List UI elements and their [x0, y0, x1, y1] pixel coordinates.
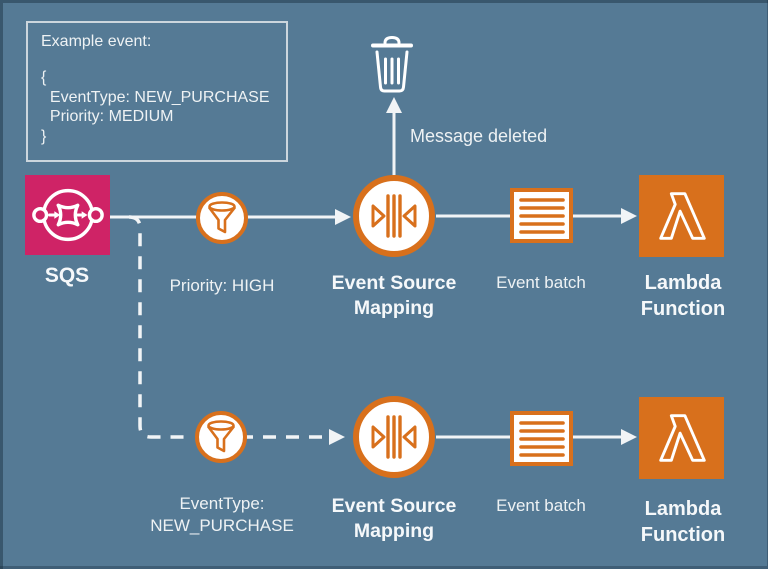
- arrowhead-esm-bottom: [329, 429, 345, 445]
- example-event-box: Example event: { EventType: NEW_PURCHASE…: [26, 21, 288, 162]
- event-batch-top-node: [510, 188, 573, 243]
- event-batch-icon: [518, 420, 565, 457]
- example-event-title: Example event:: [41, 33, 152, 50]
- sqs-label: SQS: [44, 264, 90, 287]
- event-source-mapping-icon: [371, 194, 417, 238]
- arrowhead-lambda-top: [621, 208, 637, 224]
- example-event-line: {: [41, 69, 47, 86]
- filter-icon: [208, 201, 236, 234]
- event-batch-bottom-label: Event batch: [496, 496, 586, 515]
- lambda-function-bottom-label: Lambda Function: [640, 498, 726, 546]
- event-source-mapping-bottom-label: Event Source Mapping: [331, 495, 457, 542]
- dashed-branch-sqs-to-filter-bottom: [128, 215, 190, 439]
- event-batch-top-label: Event batch: [496, 273, 586, 292]
- example-event-body: { EventType: NEW_PURCHASE Priority: MEDI…: [41, 68, 273, 146]
- lambda-function-top-label: Lambda Function: [640, 272, 726, 320]
- example-event-line: EventType: NEW_PURCHASE: [41, 88, 270, 106]
- example-event-line: }: [41, 127, 47, 145]
- lambda-function-top-node: [639, 175, 724, 257]
- event-batch-icon: [518, 197, 565, 234]
- sqs-icon: [31, 188, 104, 242]
- lambda-icon: [658, 192, 706, 240]
- trash-icon: [371, 36, 413, 93]
- filter-icon: [207, 420, 235, 453]
- lambda-function-bottom-node: [639, 397, 724, 479]
- lambda-icon: [658, 414, 706, 462]
- event-source-mapping-bottom-node: [353, 396, 435, 478]
- arrowhead-lambda-bottom: [621, 429, 637, 445]
- event-source-mapping-icon: [371, 415, 417, 459]
- message-deleted-label: Message deleted: [410, 126, 548, 146]
- event-source-mapping-top-node: [353, 175, 435, 257]
- sqs-node: [25, 175, 110, 255]
- example-event-line: Priority: MEDIUM: [41, 108, 174, 125]
- event-batch-bottom-node: [510, 411, 573, 466]
- event-source-mapping-top-label: Event Source Mapping: [331, 272, 457, 319]
- filter-priority-high-label: Priority: HIGH: [169, 276, 275, 295]
- filter-eventtype-node: [195, 411, 247, 463]
- arrowhead-esm-top: [335, 209, 351, 225]
- arrowhead-trash: [386, 97, 402, 113]
- filter-eventtype-label: EventType: NEW_PURCHASE: [150, 494, 294, 535]
- filter-priority-high-node: [196, 192, 248, 244]
